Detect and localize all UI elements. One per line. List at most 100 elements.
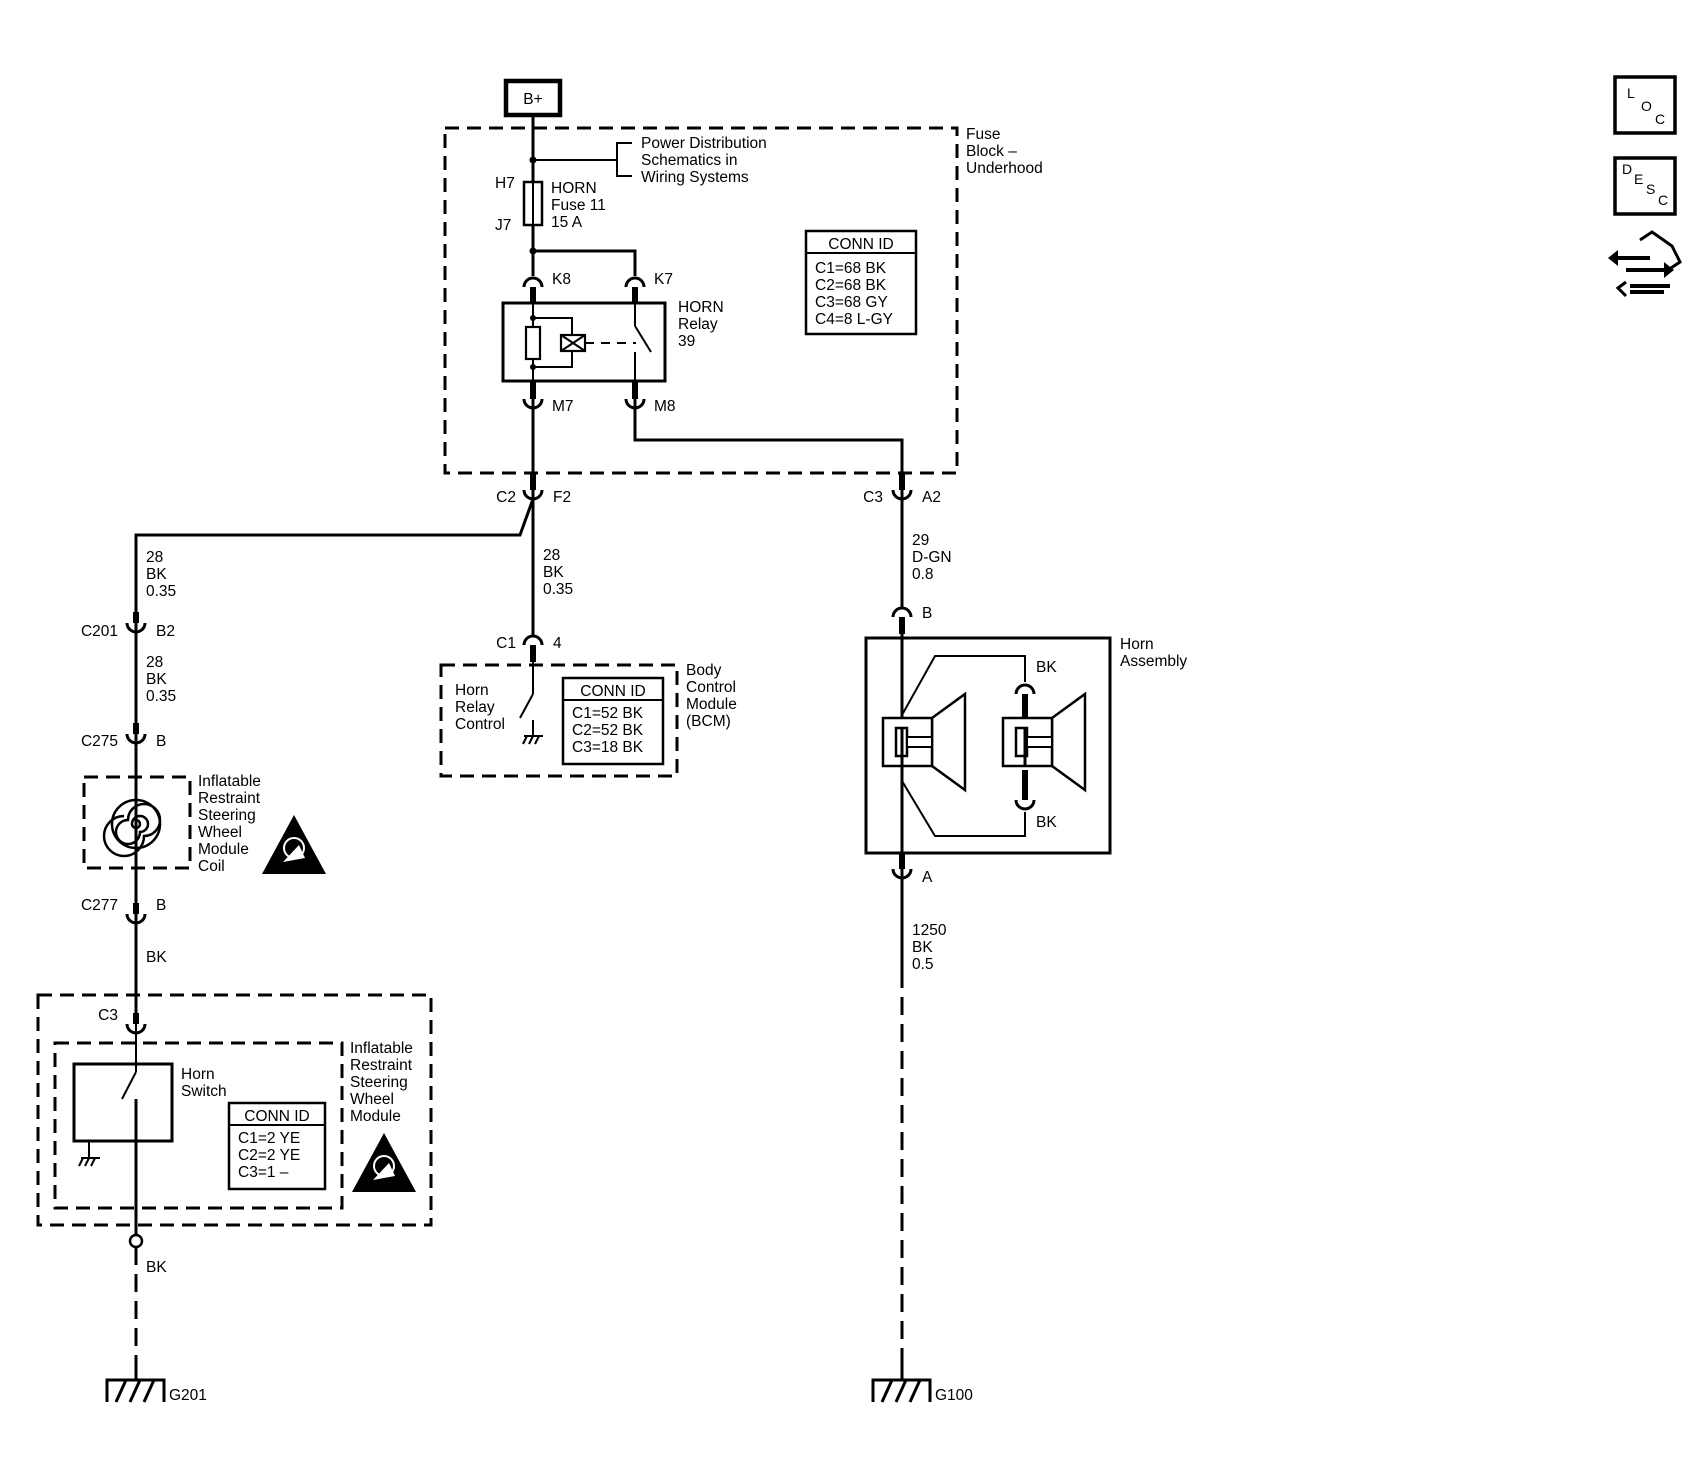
svg-text:Horn: Horn (181, 1066, 215, 1083)
horn-upper-wire-label: BK (1036, 659, 1057, 676)
svg-text:D: D (1622, 161, 1632, 177)
ground-g100-label: G100 (935, 1387, 973, 1404)
svg-text:Inflatable: Inflatable (350, 1040, 413, 1057)
svg-text:0.35: 0.35 (543, 581, 573, 598)
svg-text:Relay: Relay (455, 699, 495, 716)
svg-text:29: 29 (912, 532, 929, 549)
bcm-conn-id: CONN ID C1=52 BK C2=52 BK C3=18 BK (561, 676, 665, 766)
svg-text:A2: A2 (922, 489, 941, 506)
svg-text:Power Distribution: Power Distribution (641, 135, 767, 152)
svg-text:Switch: Switch (181, 1083, 227, 1100)
loc-icon[interactable]: L O C (1613, 75, 1677, 135)
relay-coil (524, 325, 542, 361)
svg-text:B: B (156, 733, 166, 750)
fuse-pin-h7: H7 (495, 175, 515, 192)
svg-text:C1=52 BK: C1=52 BK (572, 705, 644, 722)
svg-text:A: A (922, 869, 933, 886)
reference-bracket (616, 142, 632, 177)
svg-text:C2=68 BK: C2=68 BK (815, 277, 887, 294)
bcm-ground-icon (522, 735, 543, 745)
wire-to-horn: 29 D-GN 0.8 (912, 532, 952, 583)
svg-text:E: E (1634, 171, 1643, 187)
horn-switch-label: Horn Switch (181, 1066, 227, 1100)
svg-text:Module: Module (350, 1108, 401, 1125)
svg-text:28: 28 (146, 549, 163, 566)
svg-text:Module: Module (198, 841, 249, 858)
svg-text:CONN ID: CONN ID (244, 1108, 309, 1125)
svg-text:C4=8 L-GY: C4=8 L-GY (815, 311, 893, 328)
relay-label: HORN Relay 39 (678, 299, 724, 350)
svg-text:C201: C201 (81, 623, 118, 640)
svg-text:BK: BK (912, 939, 933, 956)
horn-lower-wire-label: BK (1036, 814, 1057, 831)
svg-text:C2=52 BK: C2=52 BK (572, 722, 644, 739)
svg-text:F2: F2 (553, 489, 571, 506)
svg-text:C2: C2 (496, 489, 516, 506)
svg-text:Horn: Horn (455, 682, 489, 699)
battery-source: B+ (503, 78, 563, 118)
svg-text:Coil: Coil (198, 858, 225, 875)
svg-text:K8: K8 (552, 271, 571, 288)
airbag-warning-icon (262, 815, 326, 874)
svg-text:B: B (156, 897, 166, 914)
svg-text:0.35: 0.35 (146, 583, 176, 600)
horn-upper-connector (1014, 683, 1036, 695)
connector-tool-icon[interactable] (1608, 230, 1682, 298)
wire-horn-ground: 1250 BK 0.5 (912, 922, 947, 973)
svg-text:C1=68 BK: C1=68 BK (815, 260, 887, 277)
fuse-pin-j7: J7 (495, 217, 511, 234)
fuse-block-conn-id: CONN ID C1=68 BK C2=68 BK C3=68 GY C4=8 … (804, 229, 918, 336)
svg-text:Steering: Steering (198, 807, 256, 824)
svg-text:M7: M7 (552, 398, 574, 415)
chassis-ground-icon (78, 1157, 100, 1167)
fuse-block-title: Fuse Block – Underhood (966, 126, 1043, 177)
svg-text:C3: C3 (863, 489, 883, 506)
fuse-block-boundary (443, 126, 959, 475)
svg-text:C3=18 BK: C3=18 BK (572, 739, 644, 756)
steering-coil-boundary (82, 775, 192, 870)
horn-assembly-title: Horn Assembly (1120, 636, 1187, 670)
svg-text:Module: Module (686, 696, 737, 713)
relay-pin-k8-connector (522, 276, 544, 288)
svg-text:1250: 1250 (912, 922, 947, 939)
ground-g201-icon (105, 1378, 166, 1403)
svg-text:Inflatable: Inflatable (198, 773, 261, 790)
coil-label: Inflatable Restraint Steering Wheel Modu… (198, 773, 261, 875)
wire-switch-ground: BK (146, 1259, 167, 1276)
bcm-c1-connector (522, 634, 544, 646)
svg-text:C1=2 YE: C1=2 YE (238, 1130, 300, 1147)
ground-g100-icon (871, 1378, 932, 1403)
svg-text:Control: Control (455, 716, 505, 733)
svg-text:C3=1 –: C3=1 – (238, 1164, 289, 1181)
svg-text:0.5: 0.5 (912, 956, 934, 973)
svg-text:M8: M8 (654, 398, 676, 415)
svg-text:B: B (922, 605, 932, 622)
svg-text:28: 28 (146, 654, 163, 671)
horn-pin-b-connector (891, 606, 913, 618)
wire-c201-c275: 28 BK 0.35 (146, 654, 176, 705)
desc-icon[interactable]: D E S C (1613, 156, 1677, 216)
horn-lower-connector (1014, 799, 1036, 811)
battery-label: B+ (523, 91, 542, 108)
svg-text:Wiring Systems: Wiring Systems (641, 169, 749, 186)
svg-text:C275: C275 (81, 733, 118, 750)
wire-to-bcm: 28 BK 0.35 (543, 547, 573, 598)
svg-text:L: L (1627, 85, 1635, 101)
svg-text:C: C (1658, 192, 1668, 208)
fuse-label: HORN Fuse 11 15 A (551, 180, 606, 231)
horn-switch (72, 1062, 174, 1143)
svg-text:BK: BK (146, 671, 167, 688)
bcm-boundary (439, 663, 679, 778)
svg-text:CONN ID: CONN ID (828, 236, 893, 253)
svg-text:Horn: Horn (1120, 636, 1154, 653)
relay-switch-contact (634, 325, 652, 353)
svg-text:Assembly: Assembly (1120, 653, 1187, 670)
svg-text:CONN ID: CONN ID (580, 683, 645, 700)
svg-text:Control: Control (686, 679, 736, 696)
svg-text:28: 28 (543, 547, 560, 564)
svg-text:(BCM): (BCM) (686, 713, 731, 730)
svg-text:Restraint: Restraint (350, 1057, 413, 1074)
svg-text:Body: Body (686, 662, 722, 679)
svg-text:C: C (1655, 111, 1665, 127)
svg-text:Fuse 11: Fuse 11 (551, 197, 606, 214)
